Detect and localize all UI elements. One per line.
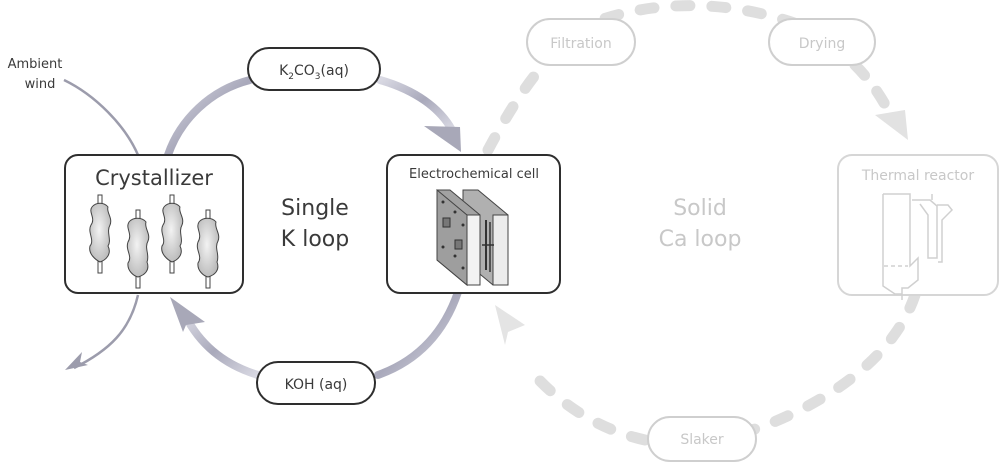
k-loop-arc-k2co3-to-cell xyxy=(376,76,456,134)
k-loop-center-label-line1: Single xyxy=(281,196,349,221)
slaker-label: Slaker xyxy=(680,432,724,448)
crystal-rods-icon xyxy=(89,194,220,289)
k2co3-sub2: 3 xyxy=(315,72,321,82)
ambient-wind-in-line xyxy=(63,78,140,156)
ca-loop: Filtration Drying Slaker Solid Ca loop T… xyxy=(482,0,999,462)
ambient-wind-label-line2: wind xyxy=(25,77,56,92)
k2co3-sub1: 2 xyxy=(288,72,294,82)
k-loop-arc-cell-to-koh xyxy=(374,288,462,379)
crystallizer-label: Crystallizer xyxy=(95,166,213,190)
crystal-rod xyxy=(161,194,184,274)
ca-loop-dashed-arc-bottom xyxy=(524,289,921,446)
k-loop-arrowhead-to-crystallizer xyxy=(170,297,205,332)
k-loop: Ambient wind K2CO3(aq) KOH (aq) Single K… xyxy=(8,47,561,405)
k2co3-k: K xyxy=(279,63,289,79)
thermal-reactor-icon xyxy=(882,193,954,300)
filtration-pill xyxy=(526,18,636,66)
crystal-rod xyxy=(126,209,150,289)
k2co3-co: CO xyxy=(294,63,315,79)
ambient-wind-label-line1: Ambient xyxy=(8,57,63,72)
electrochemical-cell-icon xyxy=(436,188,509,287)
koh-label: KOH (aq) xyxy=(285,377,348,393)
k-loop-arc-crystallizer-to-k2co3 xyxy=(164,76,254,159)
k-loop-arc-koh-to-crystallizer xyxy=(181,311,262,379)
electrochemical-cell-label: Electrochemical cell xyxy=(409,167,539,182)
ca-loop-arrowhead-to-reactor xyxy=(875,110,908,140)
thermal-reactor-label: Thermal reactor xyxy=(861,168,974,184)
k2co3-suffix: (aq) xyxy=(321,63,349,79)
k-loop-center-label-line2: K loop xyxy=(281,227,349,252)
slaker-pill xyxy=(647,416,757,462)
ca-loop-center-label-line1: Solid xyxy=(673,196,727,221)
drying-pill xyxy=(768,18,876,66)
ca-loop-dashed-drying-to-reactor xyxy=(849,59,894,116)
k2co3-label: K2CO3(aq) xyxy=(279,63,349,82)
filtration-label: Filtration xyxy=(550,36,611,52)
thermal-reactor-box xyxy=(837,154,999,296)
koh-pill xyxy=(256,361,376,405)
crystal-rod xyxy=(89,194,112,274)
ambient-wind-out-arrowhead xyxy=(65,352,88,370)
k2co3-pill xyxy=(247,47,381,91)
ca-loop-arrowhead-to-cell xyxy=(495,305,525,345)
ambient-wind-out-line xyxy=(73,294,140,370)
ca-loop-center-label-line2: Ca loop xyxy=(659,227,742,252)
drying-label: Drying xyxy=(799,36,845,52)
crystallizer-box xyxy=(64,154,244,294)
crystal-rod xyxy=(196,209,220,289)
k-loop-arrowhead-to-cell xyxy=(424,126,461,152)
